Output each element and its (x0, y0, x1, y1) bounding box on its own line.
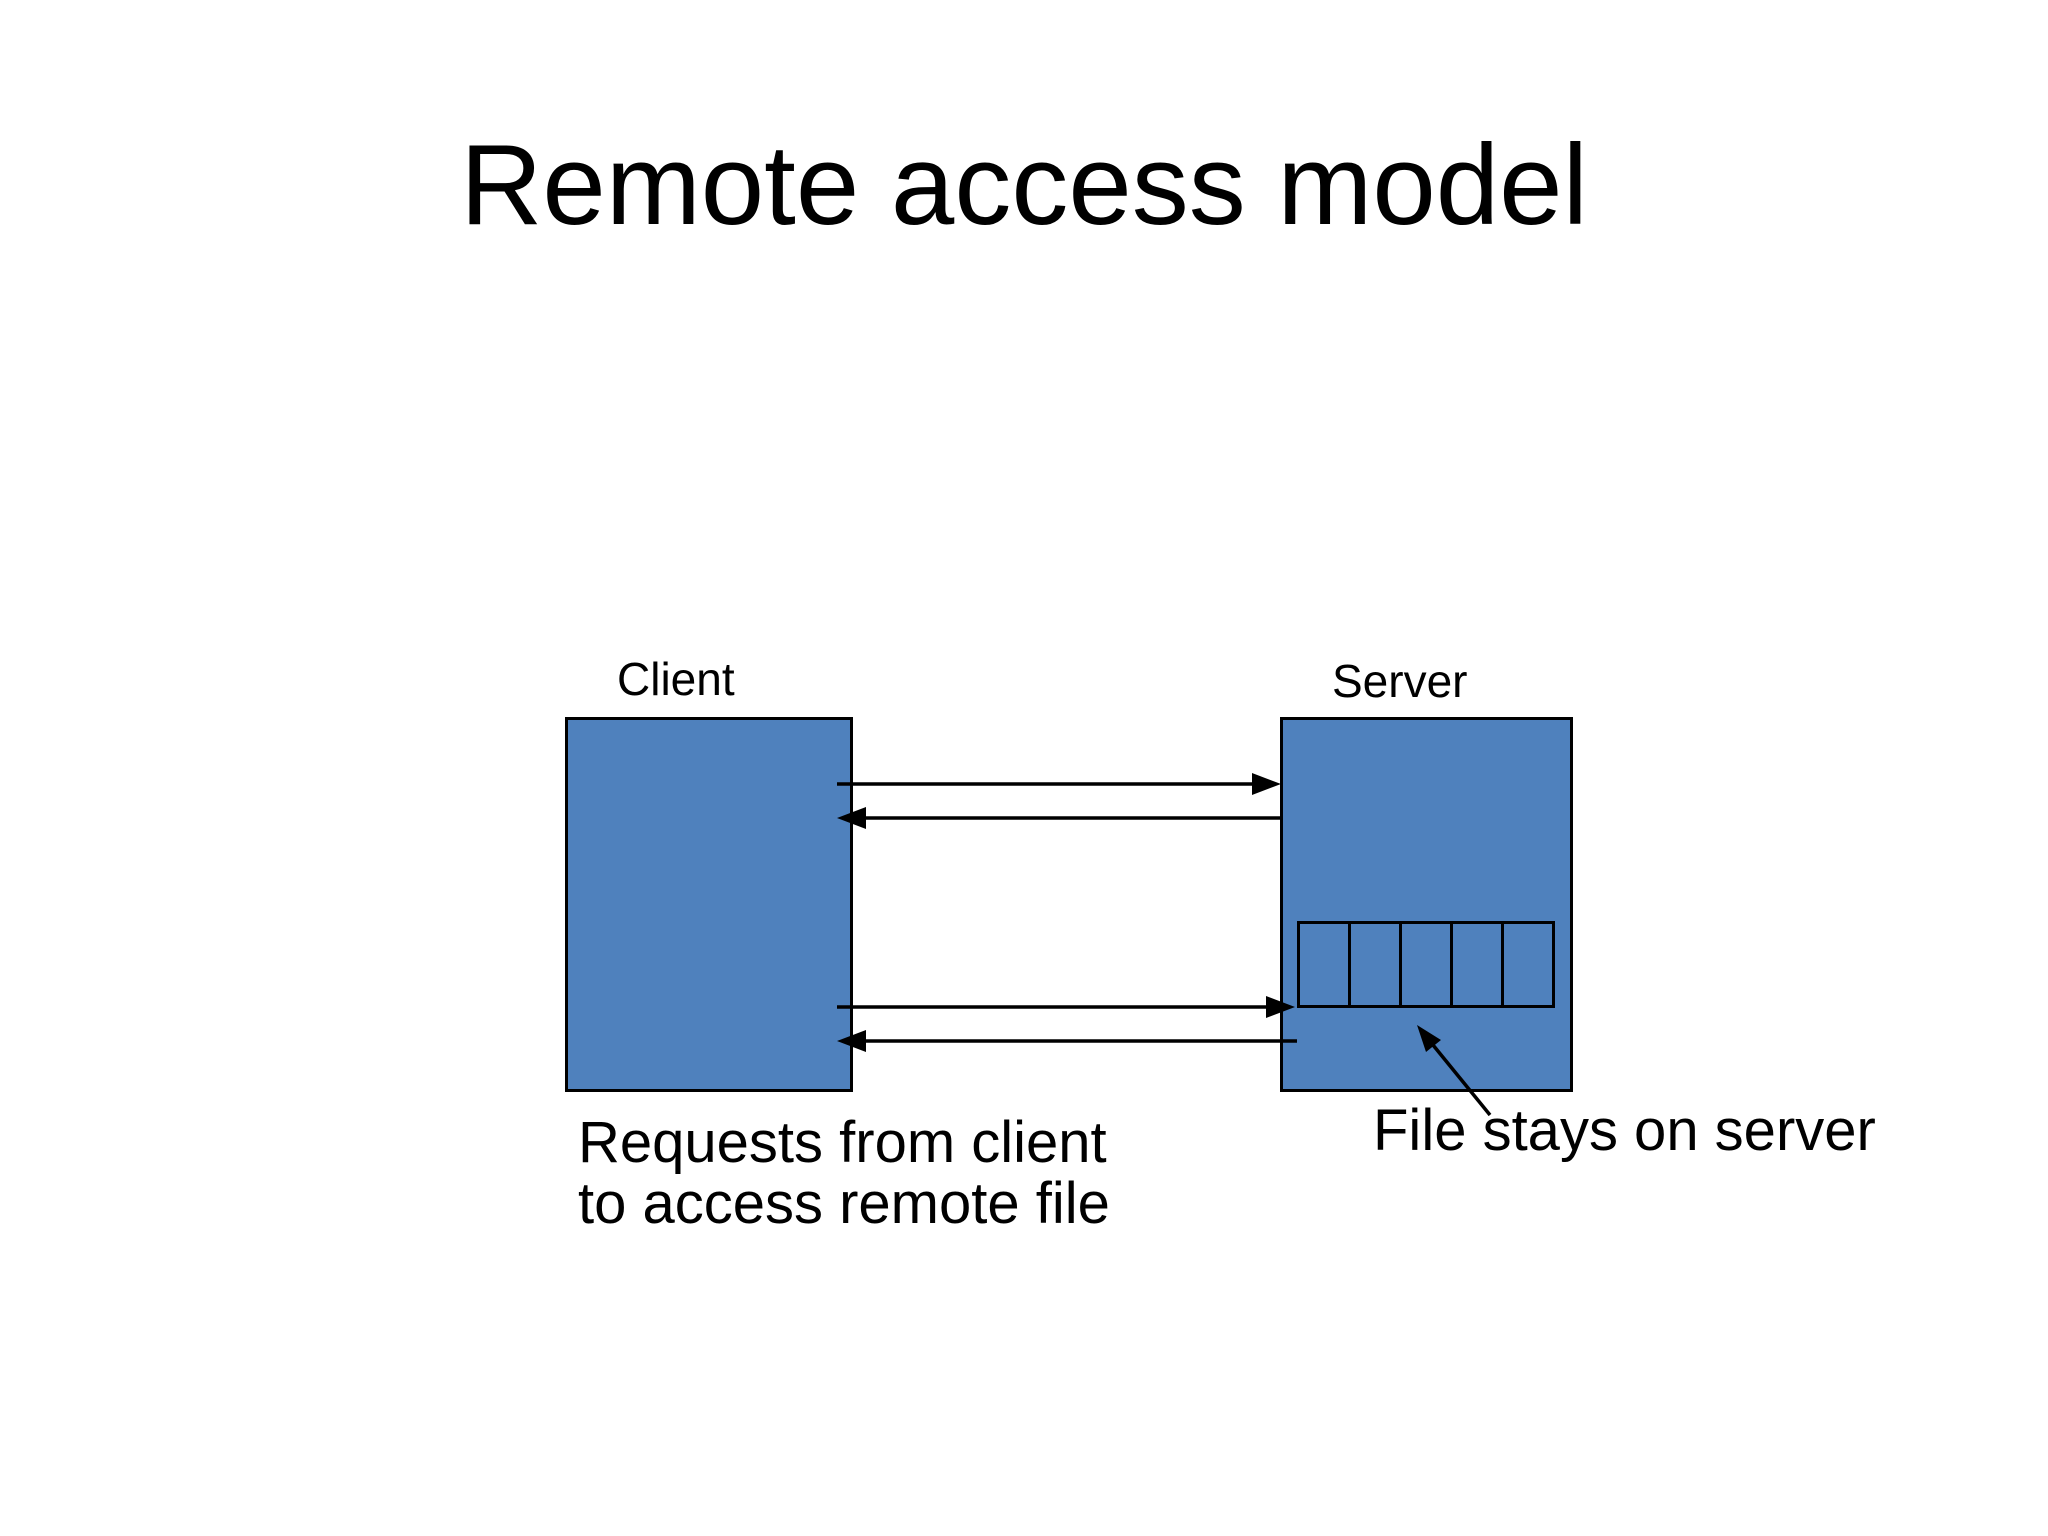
client-caption-line1: Requests from client (578, 1110, 1107, 1175)
file-cell (1504, 924, 1552, 1005)
file-on-server (1297, 921, 1555, 1008)
arrow-reply-bottom (837, 1030, 1297, 1052)
arrow-reply-top (837, 807, 1281, 829)
server-caption: File stays on server (1373, 1098, 1876, 1163)
server-box (1280, 717, 1573, 1092)
file-cell (1402, 924, 1453, 1005)
file-cell (1300, 924, 1351, 1005)
slide-title: Remote access model (460, 122, 1588, 249)
client-caption: Requests from client to access remote fi… (578, 1110, 1110, 1236)
arrow-request-top (837, 773, 1281, 795)
client-box (565, 717, 853, 1092)
file-cell (1453, 924, 1504, 1005)
server-box-label: Server (1332, 655, 1468, 707)
client-caption-line2: to access remote file (578, 1170, 1110, 1236)
client-box-label: Client (617, 653, 735, 705)
file-cell (1351, 924, 1402, 1005)
arrow-request-bottom (837, 996, 1295, 1018)
